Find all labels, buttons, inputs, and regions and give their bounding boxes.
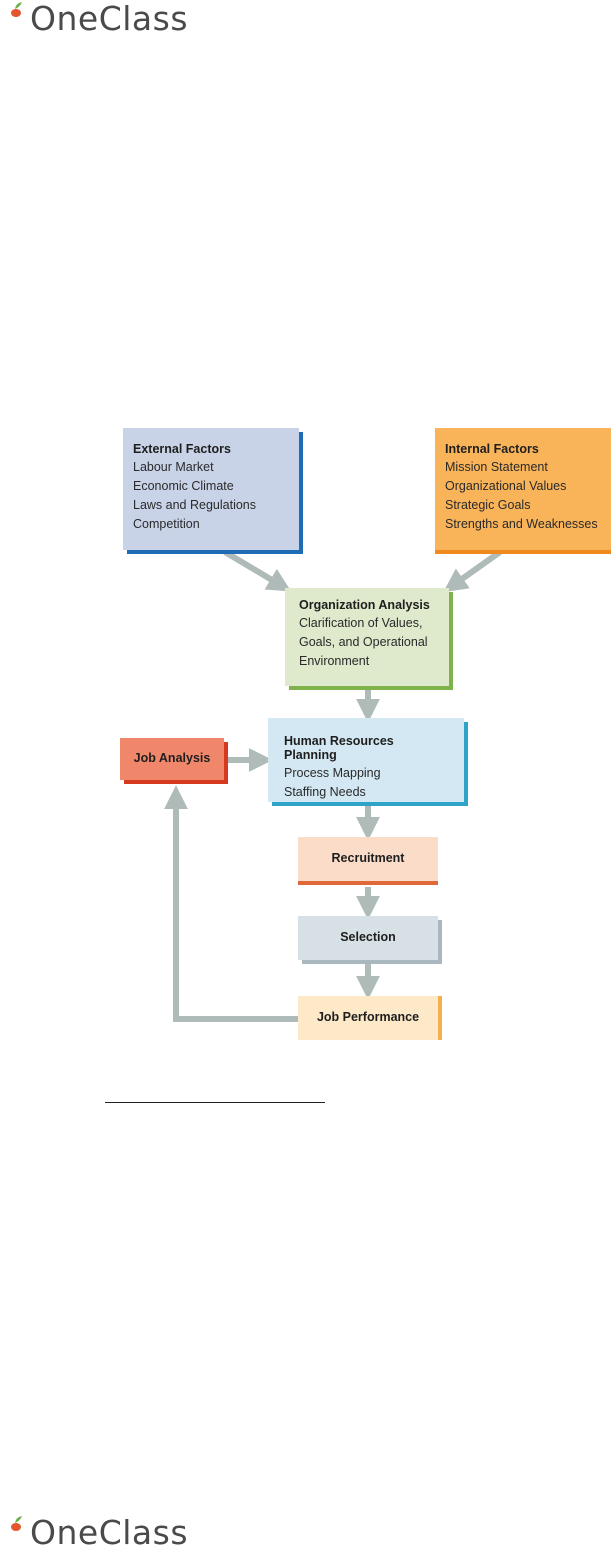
organization-analysis-item: Clarification of Values, <box>299 616 423 630</box>
recruitment-title: Recruitment <box>331 851 405 865</box>
arrow-internal-to-org <box>443 549 502 593</box>
internal-factor-item: Strengths and Weaknesses <box>445 517 598 531</box>
job-performance-box: Job Performance <box>298 996 438 1040</box>
internal-factor-item: Organizational Values <box>445 479 567 493</box>
brand-name: OneClass <box>30 0 189 38</box>
internal-factors-box: Internal Factors Mission Statement Organ… <box>435 428 611 550</box>
job-analysis-box: Job Analysis <box>120 738 224 780</box>
organization-analysis-title: Organization Analysis <box>299 598 430 612</box>
external-factor-item: Competition <box>133 517 200 531</box>
selection-box: Selection <box>298 916 438 960</box>
internal-factors-title: Internal Factors <box>445 442 539 456</box>
internal-factor-item: Strategic Goals <box>445 498 531 512</box>
selection-title: Selection <box>340 930 396 944</box>
internal-factor-item: Mission Statement <box>445 460 548 474</box>
external-factor-item: Laws and Regulations <box>133 498 256 512</box>
hr-planning-title: Human Resources Planning <box>284 734 394 762</box>
external-factor-item: Labour Market <box>133 460 214 474</box>
external-factor-item: Economic Climate <box>133 479 234 493</box>
recruitment-box: Recruitment <box>298 837 438 881</box>
underline-rule <box>105 1102 325 1103</box>
apple-icon <box>2 0 32 38</box>
job-analysis-title: Job Analysis <box>133 751 211 765</box>
hr-planning-item: Staffing Needs <box>284 785 366 799</box>
brand-name: OneClass <box>30 1513 189 1552</box>
arrow-performance-to-job-analysis <box>164 785 298 1022</box>
external-factors-box: External Factors Labour Market Economic … <box>123 428 299 550</box>
external-factors-title: External Factors <box>133 442 231 456</box>
job-performance-title: Job Performance <box>316 1010 420 1024</box>
hr-planning-box: Human Resources Planning Process Mapping… <box>268 718 464 802</box>
organization-analysis-item: Environment <box>299 654 370 668</box>
organization-analysis-box: Organization Analysis Clarification of V… <box>285 588 449 686</box>
organization-analysis-item: Goals, and Operational <box>299 635 428 649</box>
arrow-external-to-org <box>223 549 292 592</box>
apple-icon <box>2 1514 32 1552</box>
hr-planning-item: Process Mapping <box>284 766 381 780</box>
oneclass-logo-bottom: OneClass <box>2 1514 188 1552</box>
oneclass-logo-top: OneClass <box>2 0 188 38</box>
